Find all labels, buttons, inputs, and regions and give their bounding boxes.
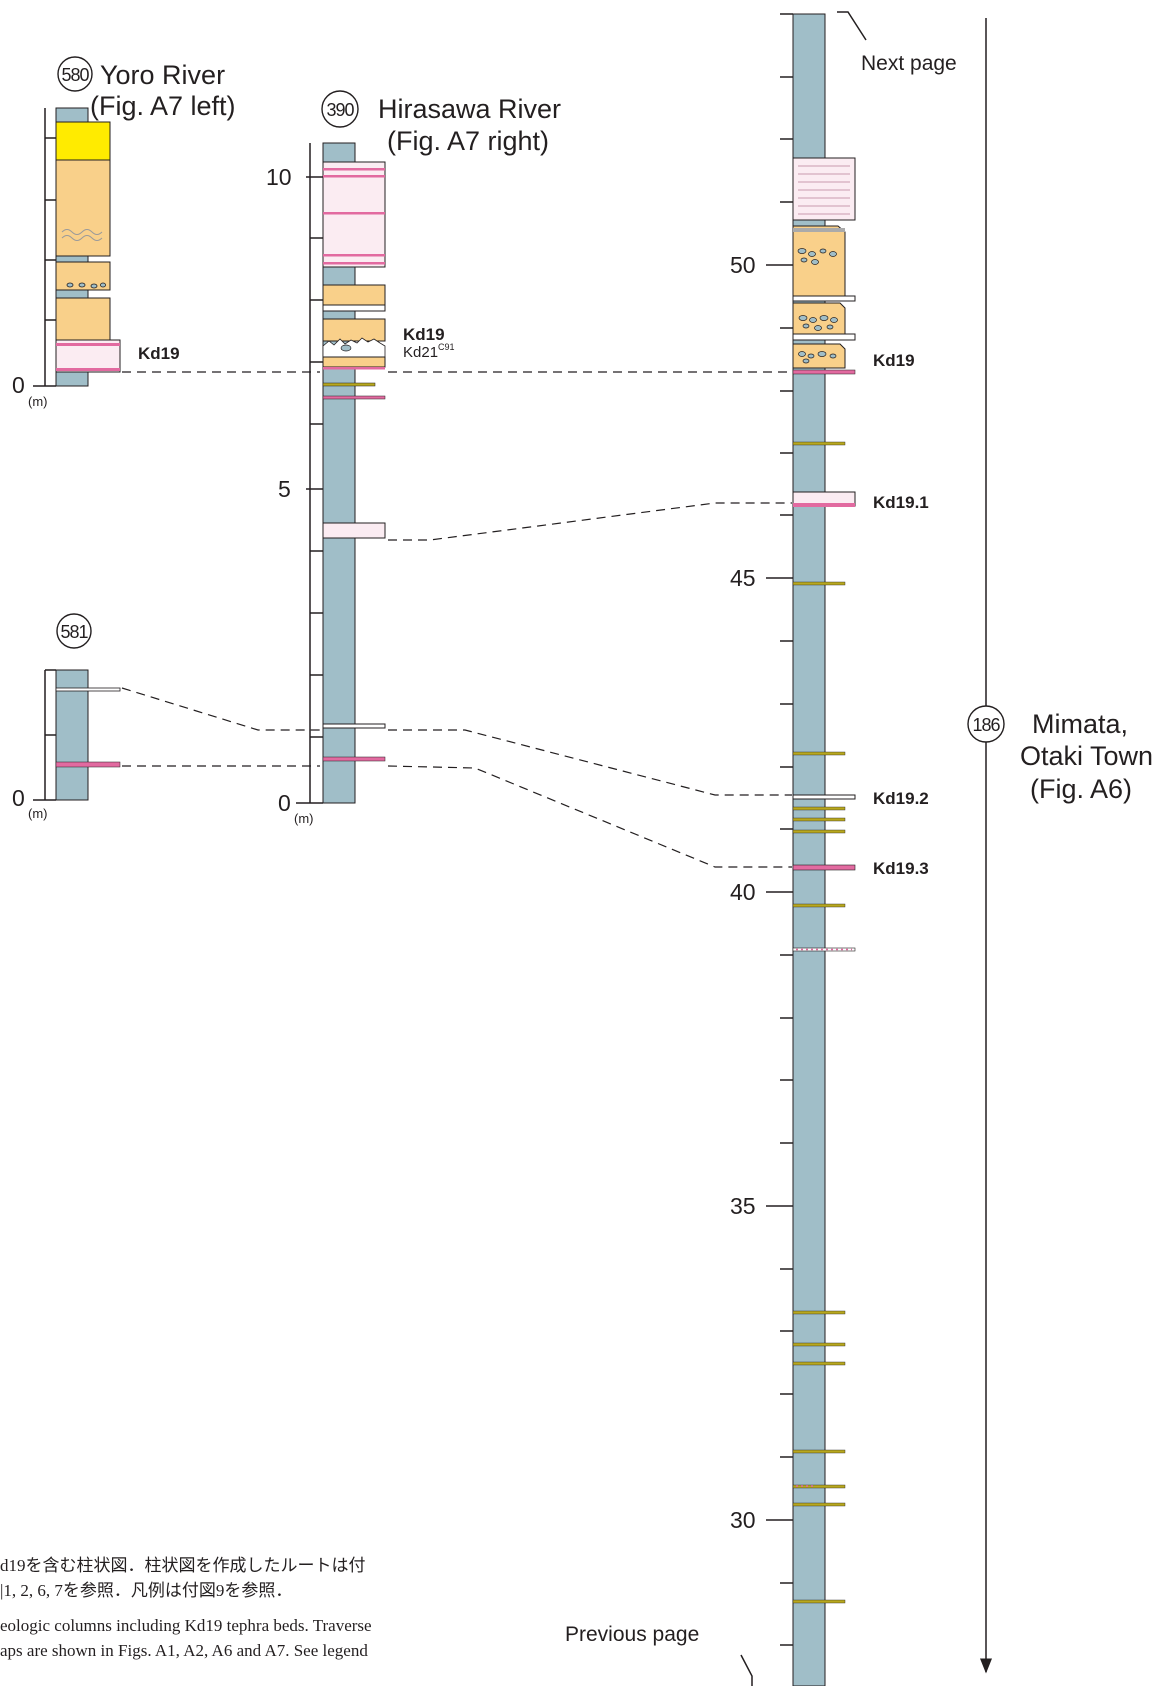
figure-caption: d19を含む柱状図．柱状図を作成したルートは付 |1, 2, 6, 7を参照．凡… bbox=[0, 1556, 372, 1660]
olive-tuff-lines bbox=[792, 581, 846, 1604]
next-page-label: Next page bbox=[861, 52, 957, 75]
caption-jp-line1: d19を含む柱状図．柱状図を作成したルートは付 bbox=[0, 1556, 366, 1575]
column-390: 390 Hirasawa River (Fig. A7 right) Kd19 … bbox=[266, 90, 561, 826]
laminated-mudstone bbox=[792, 157, 856, 221]
scale-label-45: 45 bbox=[730, 565, 756, 591]
correlation-lines bbox=[121, 371, 792, 868]
correlation-kd19-1 bbox=[388, 502, 792, 541]
scale-label-10: 10 bbox=[266, 164, 292, 190]
white-tuff-line bbox=[55, 687, 121, 692]
locality-marker-390 bbox=[321, 90, 359, 128]
bed-label-kd19-580: Kd19 bbox=[138, 344, 180, 363]
pebble bbox=[340, 344, 352, 352]
next-page-leader bbox=[837, 11, 867, 41]
locality-marker-581 bbox=[56, 613, 92, 649]
pink-tuff-line bbox=[322, 756, 386, 762]
white-tuff-bed bbox=[322, 304, 386, 312]
column-subtitle-580: (Fig. A7 left) bbox=[90, 91, 236, 121]
pink-tuff-line bbox=[55, 761, 121, 768]
scale-label-0-580: 0 bbox=[12, 372, 25, 398]
locality-number-390: 390 bbox=[326, 100, 354, 120]
scale-label-30: 30 bbox=[730, 1507, 756, 1533]
lamination-lines bbox=[798, 165, 850, 215]
white-pebbly-bed bbox=[322, 337, 386, 358]
scale-label-50: 50 bbox=[730, 252, 756, 278]
column-580: 580 Yoro River (Fig. A7 left) Kd19 0 (m) bbox=[12, 56, 236, 409]
olive-tuff-line bbox=[322, 382, 376, 387]
bed-label-kd19-1: Kd19.1 bbox=[873, 493, 929, 512]
sandstone-bed bbox=[322, 284, 386, 306]
white-tuff-line bbox=[792, 333, 856, 341]
sandstone-bed bbox=[322, 356, 386, 368]
column-title-390: Hirasawa River bbox=[378, 94, 561, 124]
pink-tuff-line bbox=[322, 395, 386, 400]
scale-label-0-581: 0 bbox=[12, 785, 25, 811]
kd19-2-tuff-line bbox=[792, 794, 856, 800]
pink-tuff-line bbox=[323, 367, 385, 370]
scale-label-35: 35 bbox=[730, 1193, 756, 1219]
bed-label-kd19-3: Kd19.3 bbox=[873, 859, 929, 878]
locality-number-186: 186 bbox=[972, 715, 1000, 735]
yellow-bed bbox=[55, 121, 111, 161]
pebble-layer bbox=[66, 282, 106, 289]
scale-unit: (m) bbox=[28, 806, 48, 821]
pebbles bbox=[797, 248, 838, 364]
previous-page-leader bbox=[740, 1654, 753, 1686]
column-title-186-line2: Otaki Town bbox=[1020, 741, 1153, 771]
column-186: Kd19 Kd19.1 Kd19.2 Kd19.3 bbox=[565, 11, 1153, 1686]
scale-unit: (m) bbox=[28, 394, 48, 409]
kd19-3-tuff-line bbox=[792, 864, 856, 871]
white-tuff-line bbox=[322, 723, 386, 729]
pink-tuff-lines bbox=[323, 168, 385, 265]
scale-bar-186 bbox=[766, 13, 793, 1646]
column-subtitle-390: (Fig. A7 right) bbox=[387, 126, 549, 156]
scale-bar-581 bbox=[33, 669, 56, 801]
scale-bar-390 bbox=[296, 143, 323, 804]
olive-tuff-line bbox=[792, 441, 846, 446]
mudstone-column bbox=[55, 669, 89, 801]
column-581: 581 0 (m) bbox=[12, 613, 121, 821]
kd19-tuff-line bbox=[792, 369, 856, 375]
bed-label-kd19-390: Kd19 bbox=[403, 325, 445, 344]
conglomerate-bed bbox=[792, 225, 846, 297]
white-tuff-line bbox=[792, 295, 856, 302]
sandstone-bed bbox=[55, 297, 111, 341]
previous-page-label: Previous page bbox=[565, 1623, 699, 1646]
sandstone-bed bbox=[55, 159, 111, 257]
scale-label-5: 5 bbox=[278, 476, 291, 502]
cross-lamination bbox=[61, 229, 103, 241]
grey-parting bbox=[793, 228, 845, 232]
caption-en-line2: aps are shown in Figs. A1, A2, A6 and A7… bbox=[0, 1641, 368, 1660]
dotted-tuff-line bbox=[792, 947, 856, 952]
scale-unit: (m) bbox=[294, 811, 314, 826]
tuff-bed bbox=[322, 522, 386, 539]
caption-en-line1: eologic columns including Kd19 tephra be… bbox=[0, 1616, 372, 1635]
locality-number-581: 581 bbox=[60, 622, 88, 642]
pink-tuff-line bbox=[56, 343, 120, 346]
locality-marker-186 bbox=[967, 705, 1005, 743]
pink-tuff-line bbox=[56, 368, 120, 371]
column-subtitle-186: (Fig. A6) bbox=[1030, 774, 1132, 804]
scale-label-0-390: 0 bbox=[278, 790, 291, 816]
correlation-kd19-3 bbox=[122, 765, 792, 868]
bed-label-kd19-186: Kd19 bbox=[873, 351, 915, 370]
locality-number-580: 580 bbox=[61, 65, 89, 85]
scale-label-40: 40 bbox=[730, 879, 756, 905]
caption-jp-line2: |1, 2, 6, 7を参照．凡例は付図9を参照． bbox=[0, 1581, 292, 1600]
column-title-580: Yoro River bbox=[100, 60, 225, 90]
scale-bar-580 bbox=[33, 108, 56, 387]
pink-tuff-line bbox=[793, 503, 855, 507]
correlation-kd19-2 bbox=[121, 687, 792, 796]
bed-label-kd19-2: Kd19.2 bbox=[873, 789, 929, 808]
bed-label-kd21: Kd21C91 bbox=[403, 342, 455, 361]
column-title-186: Mimata, bbox=[1032, 709, 1128, 739]
locality-marker-580 bbox=[57, 56, 93, 92]
sandstone-bed bbox=[322, 318, 386, 342]
